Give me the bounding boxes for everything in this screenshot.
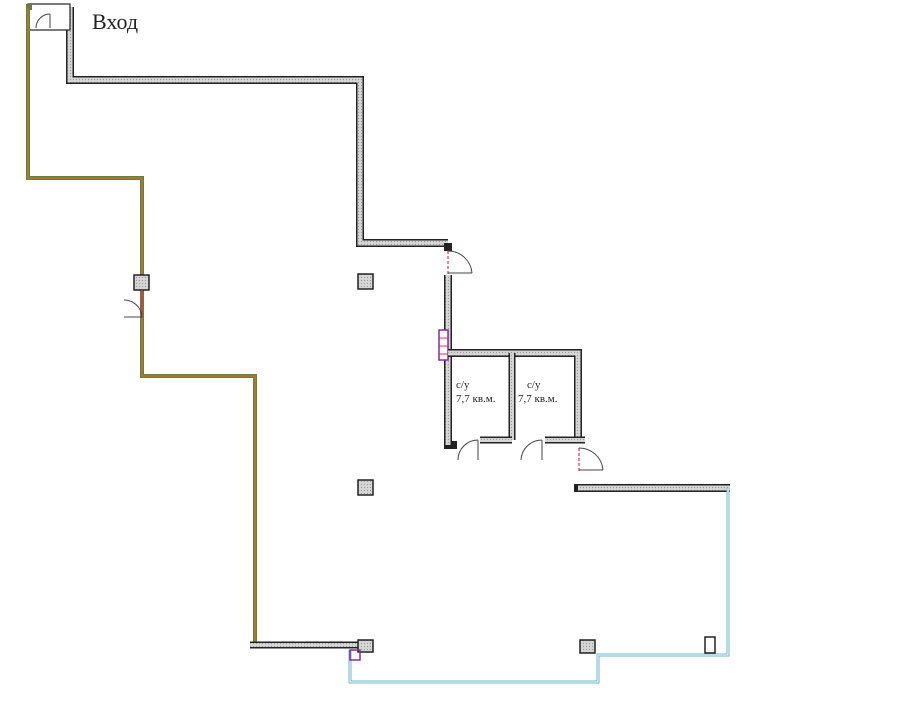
wc1-area: 7,7 кв.м.: [456, 393, 496, 405]
entrance-door: [26, 3, 71, 31]
left-column: [133, 274, 150, 318]
wall-left-exterior: [26, 8, 360, 647]
column-bottom-right: [704, 636, 716, 654]
glazing-wall: [348, 488, 730, 684]
door-service-core: [447, 250, 473, 275]
column-bottom-middle: [579, 639, 596, 654]
column-middle: [357, 479, 374, 496]
wc2-name: с/у: [527, 379, 541, 391]
door-wc-1: [457, 439, 479, 461]
door-wc-2: [520, 439, 543, 461]
left-side-door: [123, 299, 143, 318]
wc2-area: 7,7 кв.м.: [518, 393, 558, 405]
entrance-label: Вход: [92, 9, 138, 34]
door-right-passage: [578, 447, 604, 472]
wall-top-corridor: [66, 7, 448, 247]
column-upper: [357, 273, 374, 290]
wall-right-upper: [574, 484, 730, 492]
ventilation-shaft: [438, 329, 449, 361]
column-bottom-left: [349, 639, 374, 661]
wc1-name: с/у: [456, 379, 470, 391]
wall-wc-block: [448, 349, 585, 444]
